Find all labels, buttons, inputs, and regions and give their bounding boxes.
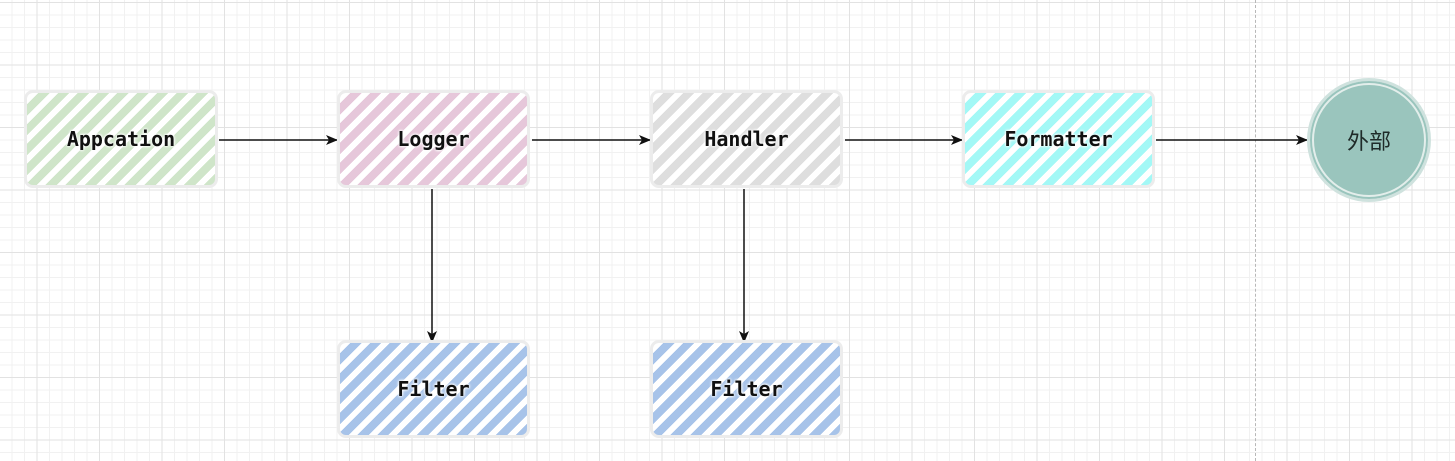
node-handler-filter-label: Filter xyxy=(710,377,783,401)
node-application[interactable]: Appcation xyxy=(24,90,218,188)
node-handler-filter[interactable]: Filter xyxy=(650,340,843,438)
node-application-label: Appcation xyxy=(66,127,176,151)
node-external-label: 外部 xyxy=(1346,130,1391,155)
node-handler[interactable]: Handler xyxy=(650,90,843,188)
node-logger-label: Logger xyxy=(397,127,470,151)
node-handler-label: Handler xyxy=(704,127,789,151)
node-logger-filter-label: Filter xyxy=(397,377,470,401)
node-formatter[interactable]: Formatter xyxy=(962,90,1155,188)
node-logger[interactable]: Logger xyxy=(337,90,530,188)
node-external[interactable]: 外部 xyxy=(1307,78,1431,202)
node-logger-filter[interactable]: Filter xyxy=(337,340,530,438)
node-formatter-label: Formatter xyxy=(1004,127,1113,151)
page-divider xyxy=(1255,0,1256,461)
